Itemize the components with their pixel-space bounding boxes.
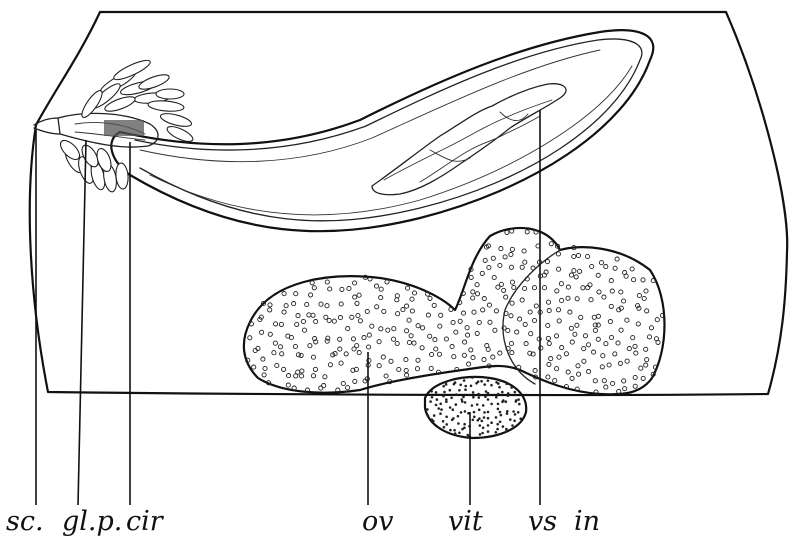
cirrus-hatched — [104, 120, 144, 136]
vitellarium — [425, 377, 526, 438]
label-vit: vit — [448, 508, 483, 535]
ovary-cells — [246, 229, 665, 394]
label-in: in — [574, 508, 600, 535]
cirrus-sac-inner-wall-3 — [150, 66, 632, 215]
ovary — [244, 228, 665, 394]
intestine-overlap — [503, 250, 560, 384]
cirrus-sac — [111, 30, 653, 231]
leader-glp — [78, 140, 86, 505]
label-cir: cir — [126, 508, 163, 535]
label-glp: gl.p. — [62, 508, 122, 535]
label-ov: ov — [362, 508, 394, 535]
label-sc: sc. — [6, 508, 44, 535]
seminal-vesicle-coil-2 — [420, 116, 540, 182]
seminal-vesicle-coil-3 — [430, 112, 528, 161]
cirrus-sac-inner-wall — [135, 39, 642, 221]
label-vs: vs — [528, 508, 557, 535]
